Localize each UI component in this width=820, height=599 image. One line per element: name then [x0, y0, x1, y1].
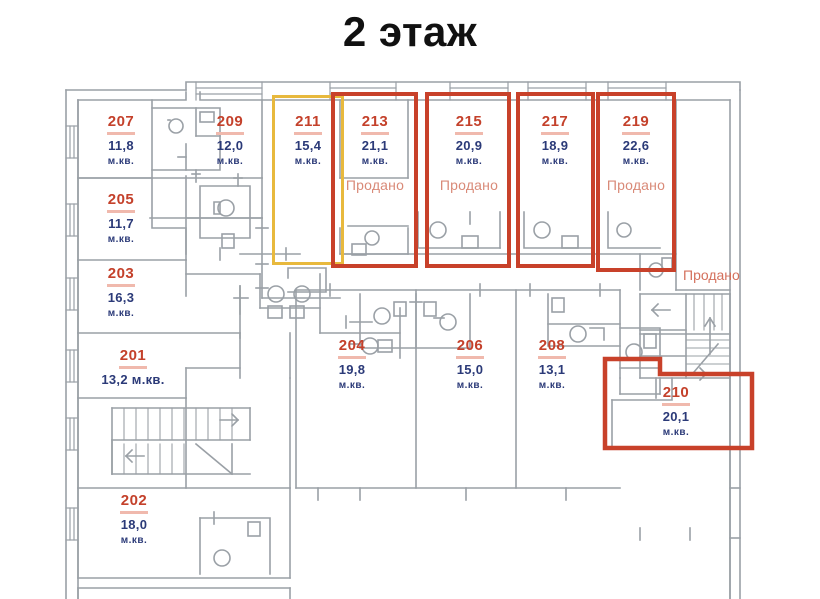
highlight-box-217[interactable] [516, 92, 595, 268]
room-area: 11,8 [108, 137, 134, 153]
highlight-box-211[interactable] [272, 95, 344, 265]
room-label-207[interactable]: 207 11,8 м.кв. [85, 112, 157, 169]
room-label-205[interactable]: 205 11,7 м.кв. [85, 190, 157, 247]
room-unit: м.кв. [455, 156, 483, 167]
room-area: 16,3 [107, 289, 135, 305]
room-number: 208 [537, 337, 567, 359]
room-number: 207 [106, 113, 136, 135]
room-number: 206 [455, 337, 485, 359]
room-label-204[interactable]: 204 19,8 м.кв. [316, 336, 388, 393]
room-label-209[interactable]: 209 12,0 м.кв. [194, 112, 266, 169]
highlight-box-213[interactable] [331, 92, 418, 268]
room-number: 204 [337, 337, 367, 359]
sold-badge: Продано [606, 176, 666, 193]
room-unit: м.кв. [338, 380, 366, 391]
room-number: 210 [661, 384, 691, 406]
room-unit: м.кв. [538, 380, 566, 391]
room-number: 217 [540, 113, 570, 135]
room-unit: м.кв. [120, 535, 148, 546]
room-area: 13,2 м.кв. [101, 371, 165, 387]
room-number: 213 [360, 113, 390, 135]
room-unit: м.кв. [107, 234, 135, 245]
room-label-210[interactable]: 210 20,1 м.кв. [640, 383, 712, 440]
room-area: 20,9 [455, 137, 483, 153]
room-number: 211 [294, 113, 322, 135]
room-number: 205 [106, 191, 136, 213]
room-area: 19,8 [338, 361, 366, 377]
room-area: 21,1 [361, 137, 389, 153]
room-area: 11,7 [108, 215, 134, 231]
sold-badge: Продано [439, 176, 499, 193]
floor-plan-drawing: 207 11,8 м.кв. 205 11,7 м.кв. 203 16,3 м… [0, 78, 820, 599]
room-number: 203 [106, 265, 136, 287]
room-area: 15,0 [456, 361, 484, 377]
room-label-208[interactable]: 208 13,1 м.кв. [516, 336, 588, 393]
highlight-box-219[interactable] [596, 92, 676, 272]
room-unit: м.кв. [456, 380, 484, 391]
room-unit: м.кв. [361, 156, 389, 167]
room-area: 22,6 [622, 137, 650, 153]
room-label-217[interactable]: 217 18,9 м.кв. [518, 112, 592, 169]
room-area: 12,0 [216, 137, 244, 153]
room-label-203[interactable]: 203 16,3 м.кв. [85, 264, 157, 321]
room-unit: м.кв. [541, 156, 569, 167]
room-area: 15,4 [294, 137, 322, 153]
room-number: 201 [118, 347, 148, 369]
room-number: 202 [119, 492, 149, 514]
room-label-202[interactable]: 202 18,0 м.кв. [96, 491, 172, 548]
sold-badge-corridor: Продано [683, 267, 740, 283]
room-area: 18,9 [541, 137, 569, 153]
sold-badge: Продано [345, 176, 405, 193]
room-number: 215 [454, 113, 484, 135]
room-unit: м.кв. [107, 308, 135, 319]
room-unit: м.кв. [294, 156, 322, 167]
room-area: 20,1 [662, 408, 690, 424]
room-label-219[interactable]: 219 22,6 м.кв. Продано [598, 112, 674, 194]
room-unit: м.кв. [216, 156, 244, 167]
room-unit: м.кв. [622, 156, 650, 167]
room-number: 219 [621, 113, 651, 135]
highlight-box-215[interactable] [425, 92, 511, 268]
room-unit: м.кв. [662, 427, 690, 438]
room-label-206[interactable]: 206 15,0 м.кв. [434, 336, 506, 393]
room-label-211[interactable]: 211 15,4 м.кв. [272, 112, 344, 169]
page-title: 2 этаж [342, 8, 478, 55]
room-number: 209 [215, 113, 245, 135]
room-label-201[interactable]: 201 13,2 м.кв. [85, 346, 181, 388]
room-area: 18,0 [120, 516, 148, 532]
room-label-213[interactable]: 213 21,1 м.кв. Продано [336, 112, 414, 194]
room-label-215[interactable]: 215 20,9 м.кв. Продано [430, 112, 508, 194]
room-unit: м.кв. [107, 156, 135, 167]
room-area: 13,1 [538, 361, 566, 377]
